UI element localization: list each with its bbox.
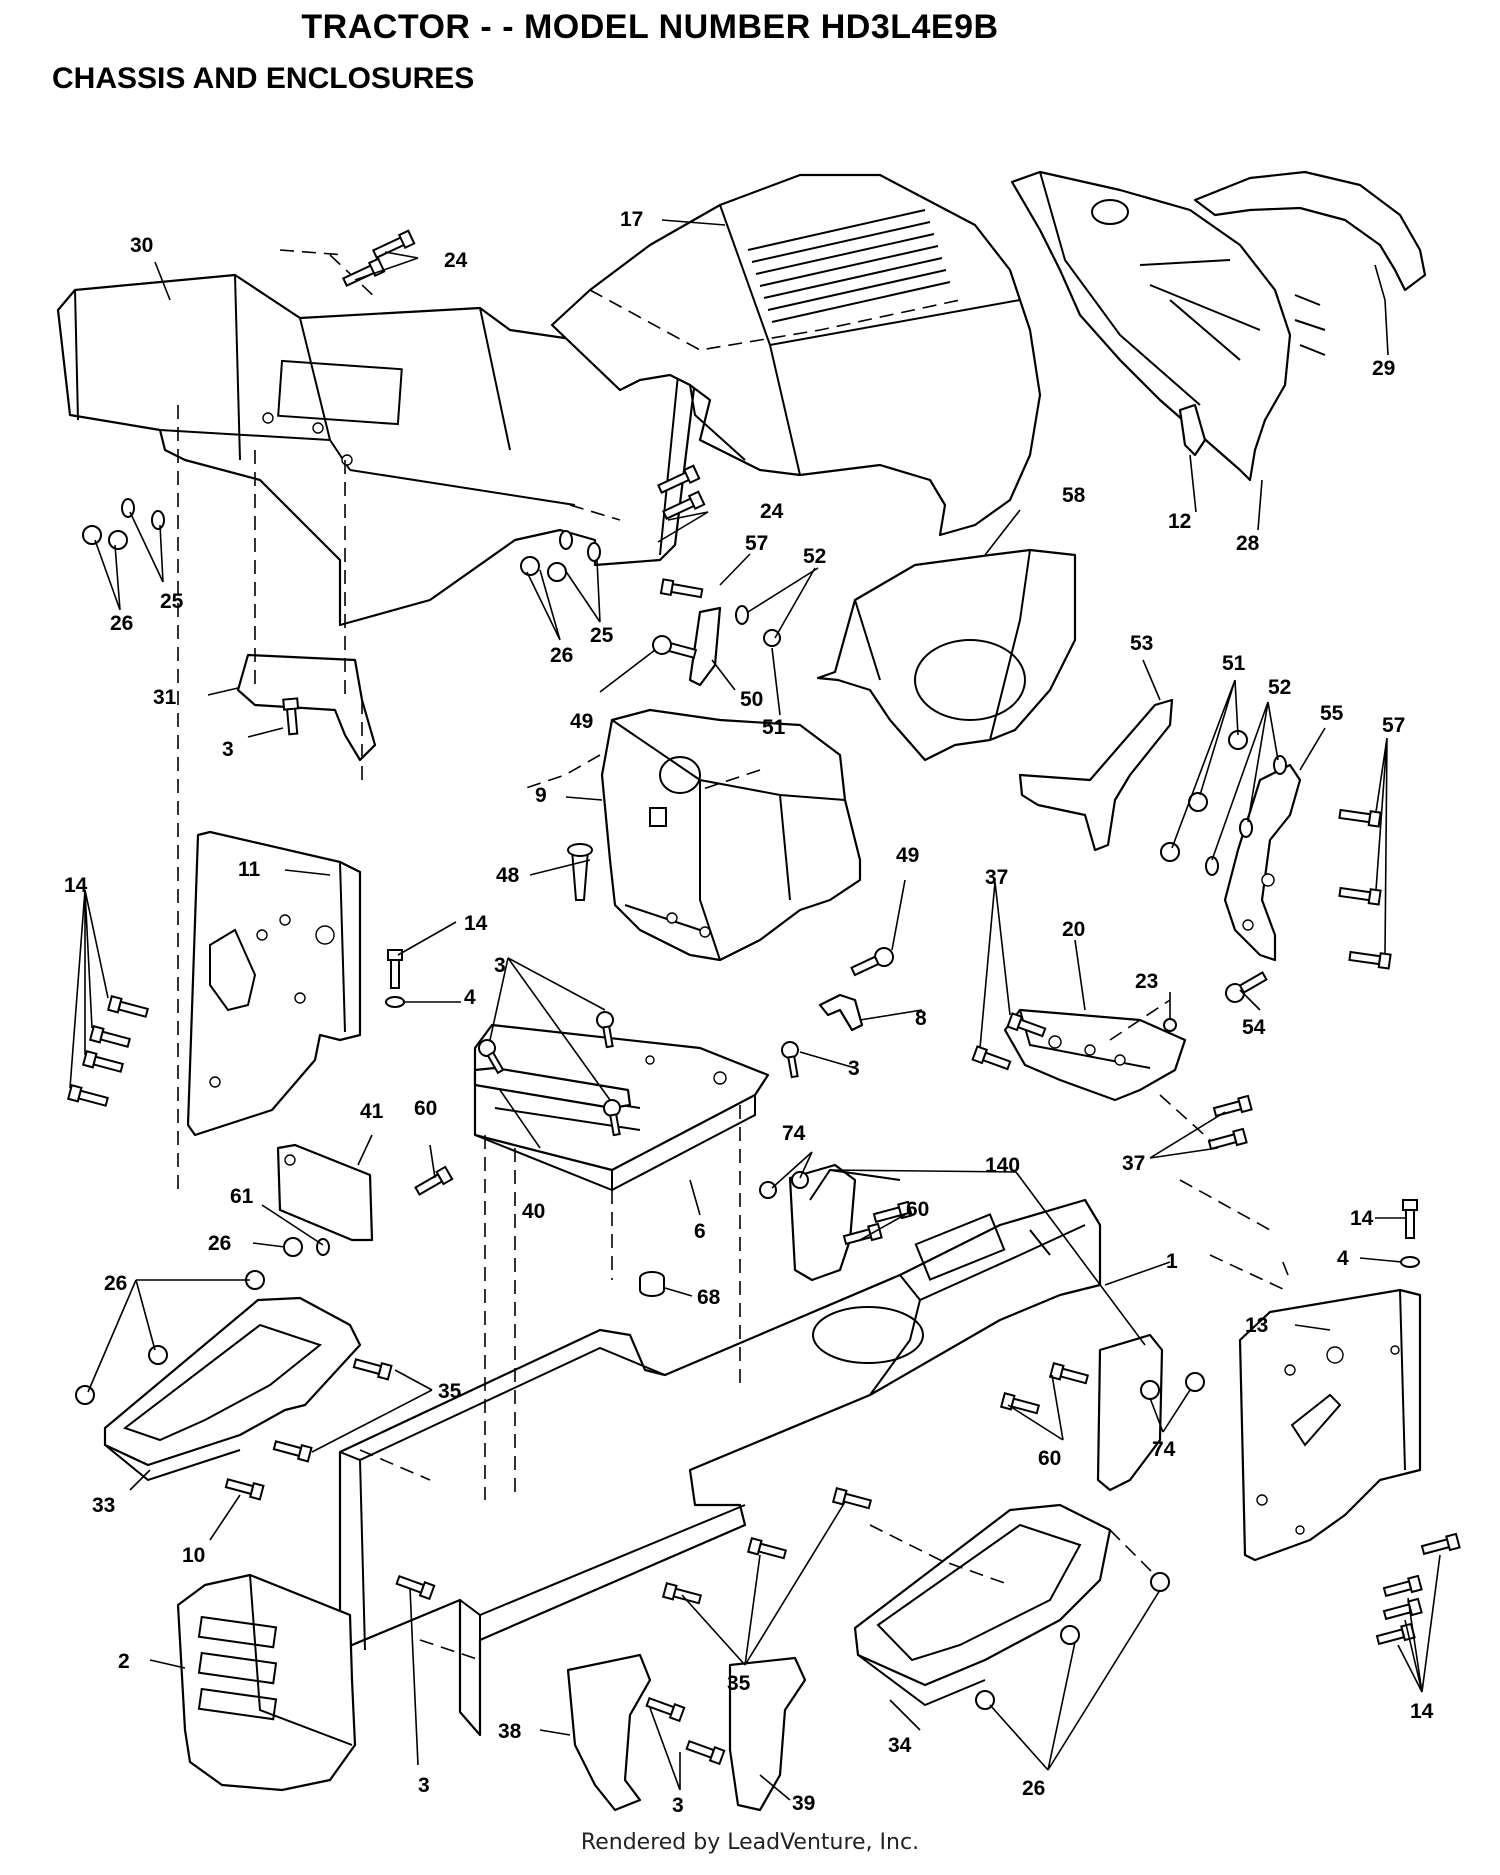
- diagram-subtitle: CHASSIS AND ENCLOSURES: [52, 62, 475, 95]
- callout-25: 25: [590, 624, 614, 647]
- part-38-bracket: [566, 1653, 652, 1812]
- callout-60: 60: [414, 1097, 437, 1120]
- part-140-bracket-right: [1096, 1333, 1164, 1492]
- footer-credit: Rendered by LeadVenture, Inc.: [580, 1830, 920, 1855]
- callout-6: 6: [694, 1220, 706, 1243]
- callout-35: 35: [438, 1380, 462, 1403]
- part-140-bracket-left: [788, 1163, 857, 1282]
- callout-26: 26: [104, 1272, 127, 1295]
- callout-1: 1: [1166, 1250, 1178, 1273]
- callout-37: 37: [985, 866, 1008, 889]
- callout-23: 23: [1135, 970, 1158, 993]
- callout-14: 14: [64, 874, 88, 897]
- callout-26: 26: [1022, 1777, 1045, 1800]
- callout-3: 3: [222, 738, 234, 761]
- part-17-hood: [550, 173, 1042, 537]
- callout-51: 51: [1222, 652, 1246, 675]
- callout-33: 33: [92, 1494, 115, 1517]
- callout-14: 14: [464, 912, 488, 935]
- callout-58: 58: [1062, 484, 1086, 507]
- callout-3: 3: [494, 954, 506, 977]
- callout-10: 10: [182, 1544, 205, 1567]
- callout-35: 35: [727, 1672, 751, 1695]
- callout-4: 4: [1337, 1247, 1349, 1270]
- callout-4: 4: [464, 986, 476, 1009]
- part-68-bushing: [639, 1271, 665, 1297]
- callout-24: 24: [760, 500, 784, 523]
- part-29-grille-insert: [1193, 170, 1427, 292]
- callout-26: 26: [208, 1232, 231, 1255]
- callout-9: 9: [535, 784, 547, 807]
- part-41-plate: [276, 1143, 374, 1242]
- callout-30: 30: [130, 234, 153, 257]
- part-58-dash-shield: [816, 548, 1077, 762]
- part-11-side-panel: [186, 830, 362, 1137]
- part-48-pin: [567, 843, 593, 901]
- callout-74: 74: [1152, 1438, 1176, 1461]
- callout-11: 11: [238, 858, 261, 881]
- callout-38: 38: [498, 1720, 522, 1743]
- callout-34: 34: [888, 1734, 912, 1757]
- callout-26: 26: [110, 612, 133, 635]
- part-39-bracket: [728, 1656, 807, 1812]
- callout-28: 28: [1236, 532, 1260, 555]
- callout-51: 51: [762, 716, 786, 739]
- callout-54: 54: [1242, 1016, 1266, 1039]
- callout-60: 60: [1038, 1447, 1061, 1470]
- part-53-bracket: [1018, 698, 1174, 852]
- callout-13: 13: [1245, 1314, 1268, 1337]
- callout-55: 55: [1320, 702, 1344, 725]
- callout-3: 3: [418, 1774, 430, 1797]
- part-55-bracket: [1223, 763, 1302, 962]
- part-28-grille: [1010, 170, 1326, 482]
- callout-40: 40: [522, 1200, 545, 1223]
- callout-41: 41: [360, 1100, 384, 1123]
- callout-52: 52: [1268, 676, 1291, 699]
- part-12-bracket: [1178, 403, 1207, 457]
- callout-68: 68: [697, 1286, 721, 1309]
- callout-49: 49: [896, 844, 919, 867]
- part-31-bracket: [236, 653, 377, 762]
- part-2-front-bracket: [176, 1573, 357, 1792]
- part-9-dash-panel: [600, 708, 862, 962]
- part-33-footrest-left: [103, 1296, 362, 1482]
- callout-8: 8: [915, 1007, 927, 1030]
- callout-12: 12: [1168, 510, 1191, 533]
- leader-lines: [69, 219, 1441, 1801]
- callout-61: 61: [230, 1185, 254, 1208]
- callouts: 17 30 24 29 12 28 58 24 57 52 25 26 25 2…: [64, 208, 1434, 1817]
- callout-140: 140: [985, 1154, 1020, 1177]
- callout-37: 37: [1122, 1152, 1145, 1175]
- callout-26: 26: [550, 644, 573, 667]
- callout-49: 49: [570, 710, 593, 733]
- callout-39: 39: [792, 1792, 815, 1815]
- callout-20: 20: [1062, 918, 1085, 941]
- callout-14: 14: [1410, 1700, 1434, 1723]
- part-34-footrest-right: [853, 1503, 1112, 1707]
- callout-57: 57: [1382, 714, 1405, 737]
- callout-17: 17: [620, 208, 643, 231]
- callout-57: 57: [745, 532, 768, 555]
- callout-24: 24: [444, 249, 468, 272]
- callout-60: 60: [906, 1198, 929, 1221]
- callout-3: 3: [672, 1794, 684, 1817]
- callout-25: 25: [160, 590, 184, 613]
- diagram-title: TRACTOR - - MODEL NUMBER HD3L4E9B: [301, 8, 999, 46]
- callout-14: 14: [1350, 1207, 1374, 1230]
- part-13-side-panel: [1238, 1288, 1422, 1562]
- part-20-bracket: [1003, 1008, 1187, 1102]
- callout-52: 52: [803, 545, 826, 568]
- callout-2: 2: [118, 1650, 130, 1673]
- fasteners: [66, 229, 1461, 1766]
- callout-48: 48: [496, 864, 520, 887]
- callout-3: 3: [848, 1057, 860, 1080]
- callout-29: 29: [1372, 357, 1395, 380]
- part-8-clip: [818, 993, 864, 1032]
- callout-31: 31: [153, 686, 177, 709]
- callout-50: 50: [740, 688, 763, 711]
- callout-53: 53: [1130, 632, 1153, 655]
- callout-74: 74: [782, 1122, 806, 1145]
